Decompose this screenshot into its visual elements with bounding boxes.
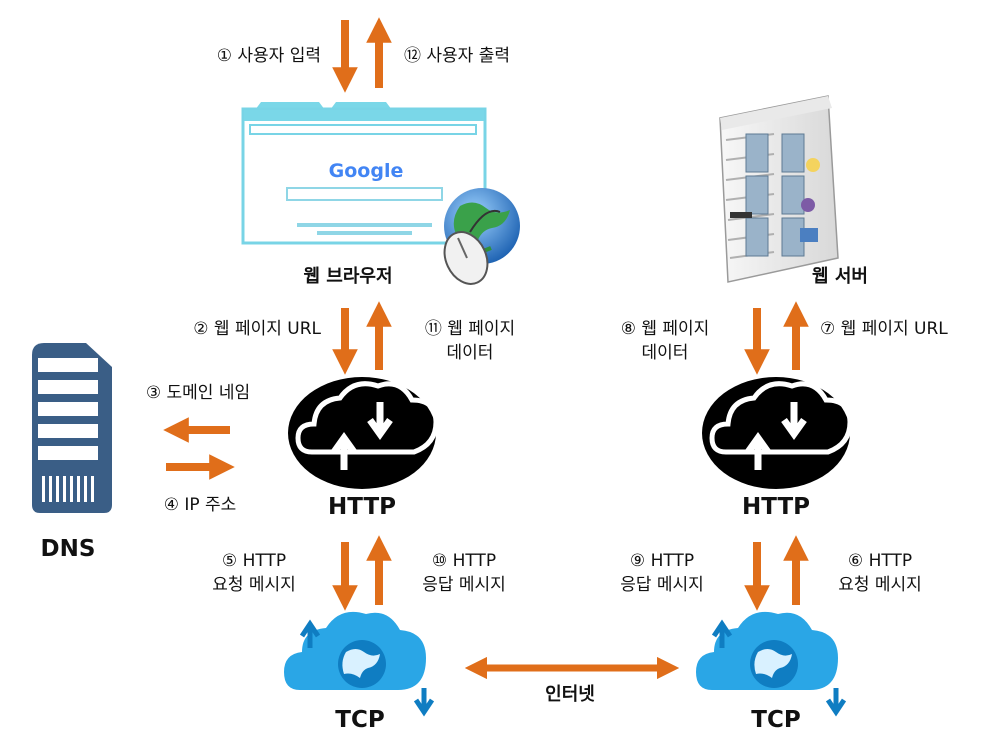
step-5-line1: ⑤ HTTP [222,551,286,571]
step-4-label: ④ IP 주소 [164,495,237,515]
tcp-cloud-globe-icon-right [696,611,847,717]
step-1-label: ① 사용자 입력 [217,46,321,66]
dns-server-icon [32,343,112,513]
globe-mouse-icon [443,188,520,285]
browser-window-icon: Google [241,102,487,245]
browser-name: 웹 브라우저 [303,266,392,287]
tcp-cloud-globe-icon-left [284,611,435,717]
http-label-left: HTTP [328,494,396,520]
step-7-label: ⑦ 웹 페이지 URL [820,319,948,339]
dns-name: DNS [41,536,96,562]
step-9-line1: ⑨ HTTP [630,551,694,571]
step-10-line1: ⑩ HTTP [432,551,496,571]
step-6-line2: 요청 메시지 [838,575,922,595]
step-11-line2: 데이터 [447,343,494,363]
web-server-name: 웹 서버 [812,266,868,287]
step-6-line1: ⑥ HTTP [848,551,912,571]
step-10-line2: 응답 메시지 [422,575,506,595]
web-server-icon [719,95,839,283]
http-cloud-sync-icon-left [288,377,439,489]
tcp-label-left: TCP [335,707,384,733]
step-3-label: ③ 도메인 네임 [146,383,250,403]
google-logo: Google [329,160,404,182]
arrows [163,17,809,611]
step-8-line1: ⑧ 웹 페이지 [621,319,710,339]
step-11-line1: ⑪ 웹 페이지 [425,319,515,339]
tcp-label-right: TCP [751,707,800,733]
http-cloud-sync-icon-right [702,377,853,489]
step-5-line2: 요청 메시지 [212,575,296,595]
step-2-label: ② 웹 페이지 URL [193,319,321,339]
step-9-line2: 응답 메시지 [620,575,704,595]
step-8-line2: 데이터 [642,343,689,363]
step-12-label: ⑫ 사용자 출력 [404,46,510,66]
http-label-right: HTTP [742,494,810,520]
internet-label: 인터넷 [545,684,595,705]
